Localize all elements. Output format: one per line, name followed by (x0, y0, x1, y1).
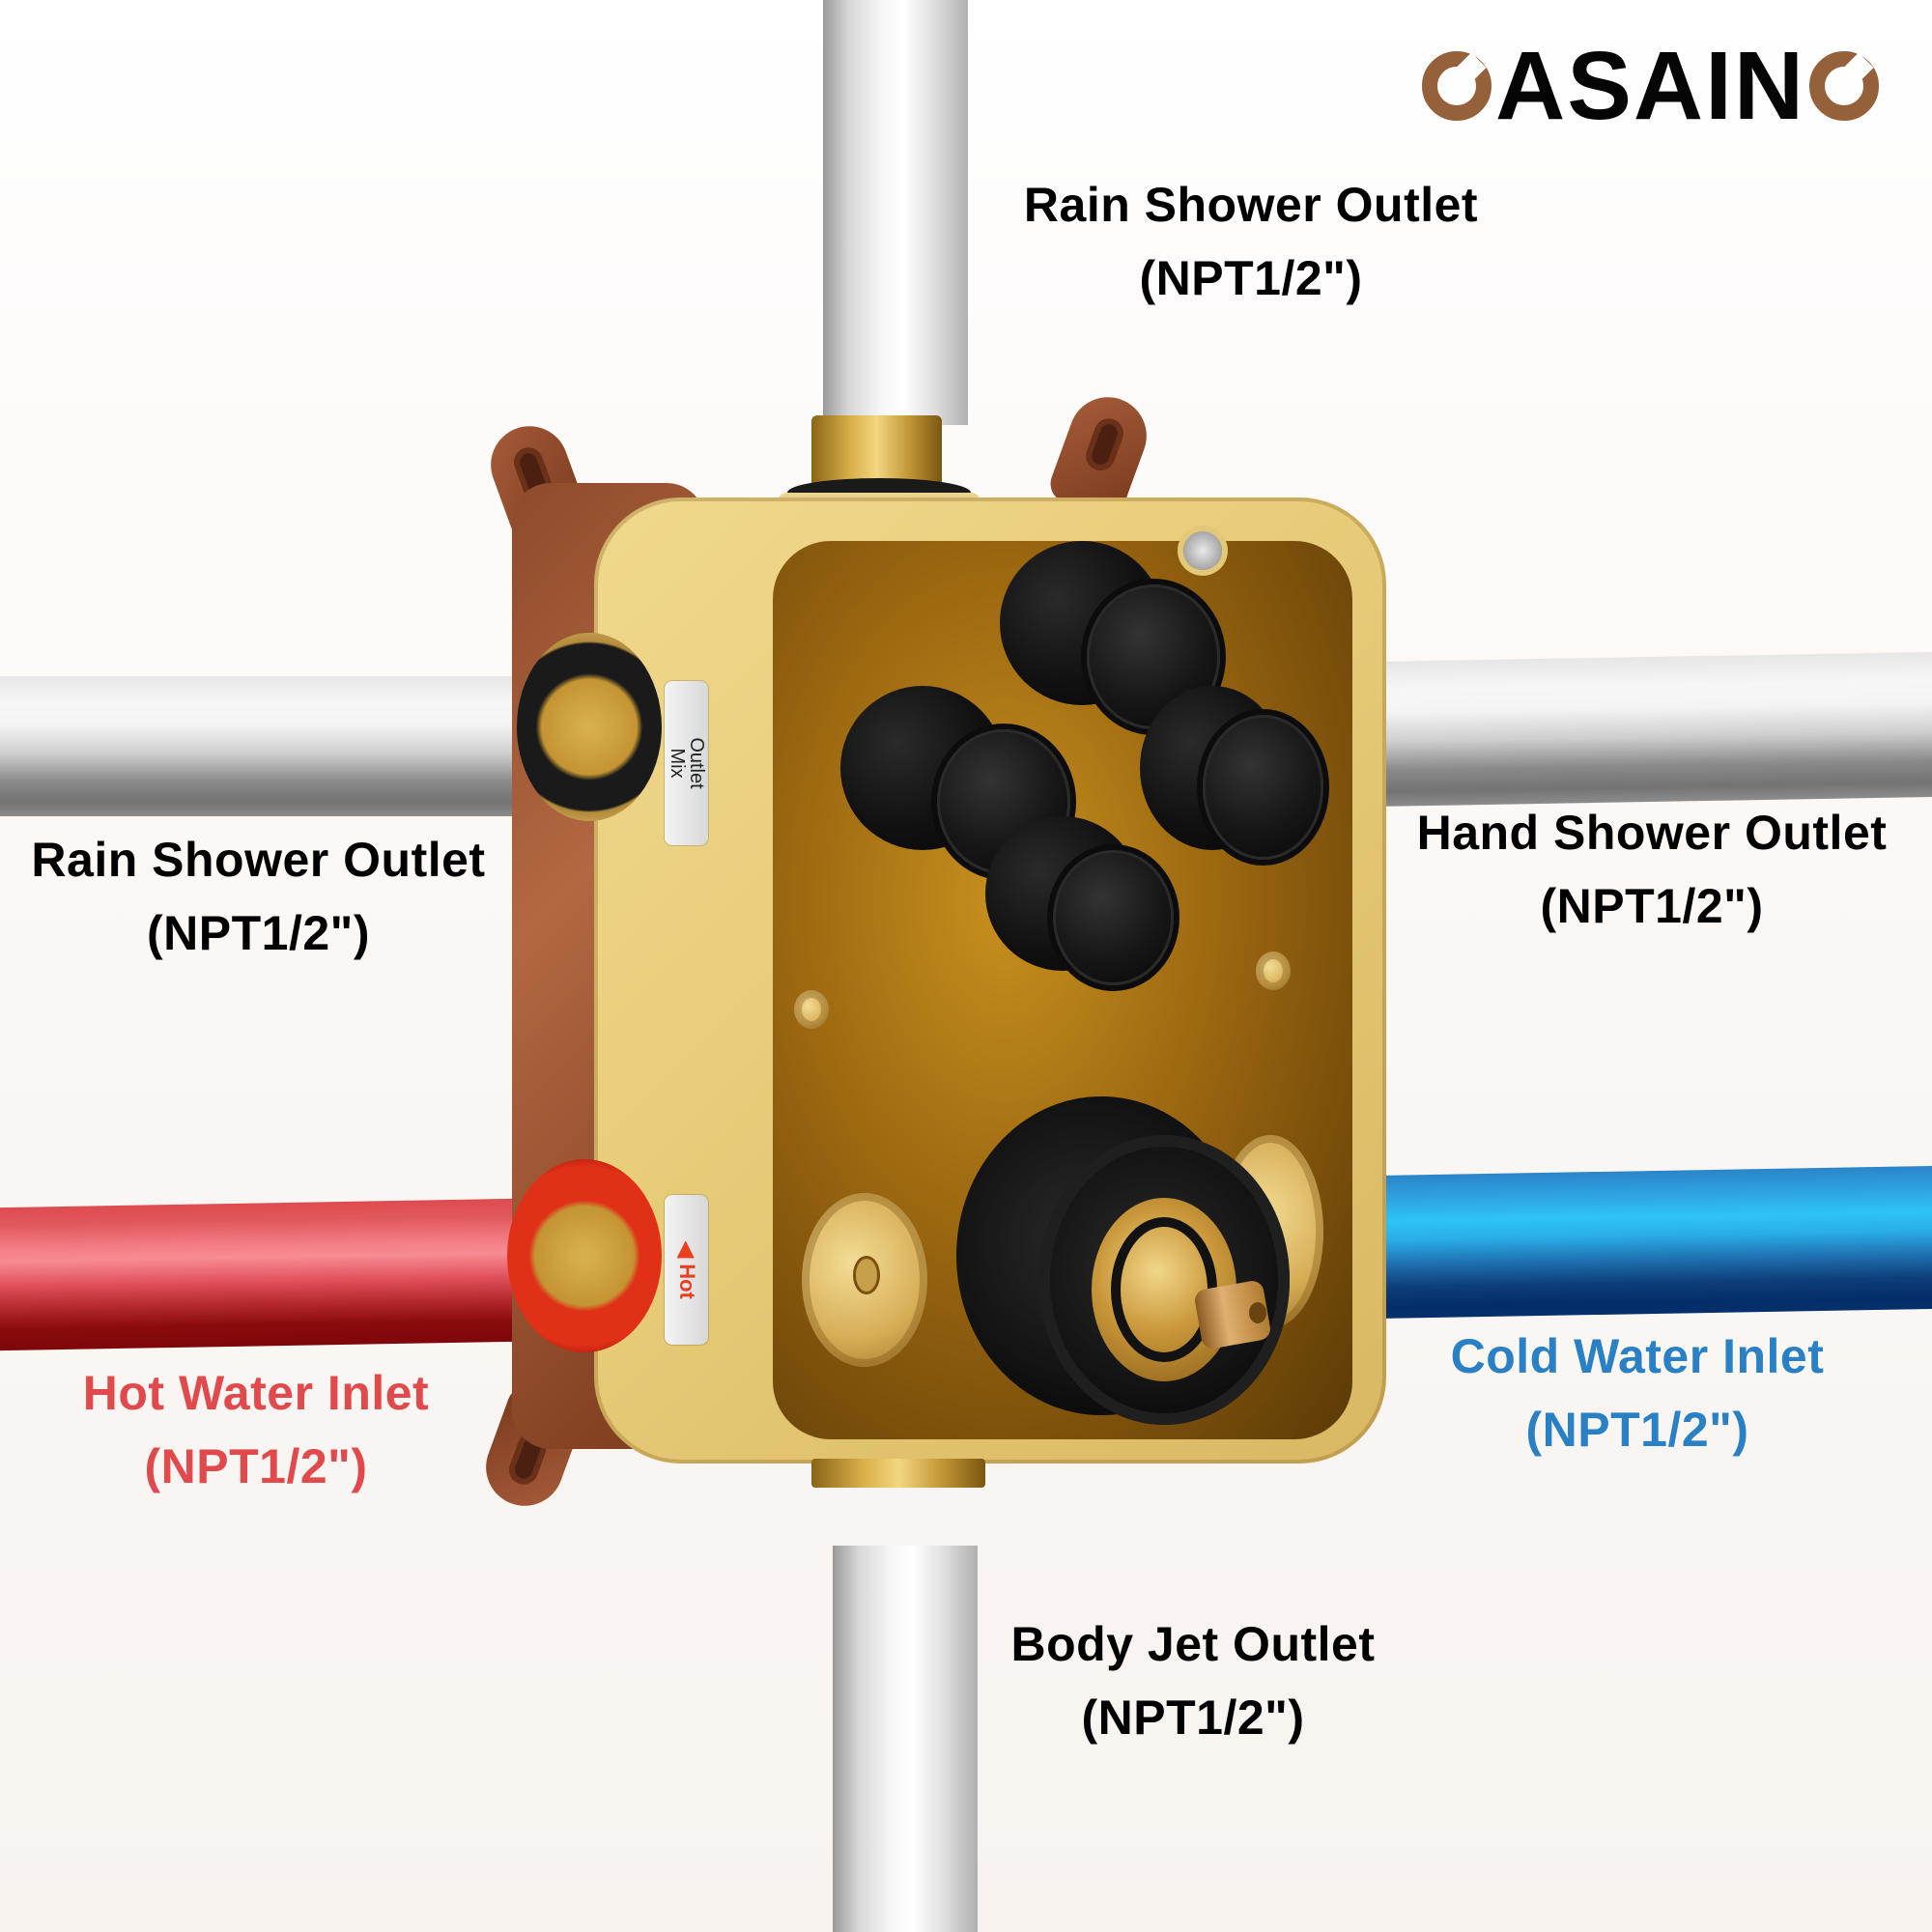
logo-c-ring-right-icon (1809, 51, 1880, 121)
label-spec: (NPT1/2") (1139, 251, 1363, 305)
top-rain-shower-pipe (823, 0, 968, 425)
diverter-cap-3 (1203, 715, 1323, 860)
left-outlet-fitting (517, 633, 662, 821)
label-top-rain-shower-outlet: Rain Shower Outlet (NPT1/2") (995, 168, 1507, 315)
label-spec: (NPT1/2") (1525, 1403, 1749, 1457)
label-title: Hand Shower Outlet (1416, 806, 1888, 860)
label-cold-water-inlet: Cold Water Inlet (NPT1/2") (1420, 1320, 1855, 1466)
label-spec: (NPT1/2") (1081, 1690, 1305, 1745)
outlet-mix-sticker: Outlet Mix (665, 681, 708, 845)
mounting-screw (1183, 531, 1222, 570)
label-title: Cold Water Inlet (1450, 1329, 1825, 1383)
bottom-body-jet-pipe (833, 1546, 978, 1932)
label-hand-shower-outlet: Hand Shower Outlet (NPT1/2") (1391, 796, 1913, 943)
sticker-hot-text: Hot (674, 1263, 699, 1299)
hot-inlet-fitting (507, 1159, 662, 1352)
valve-assembly: Outlet Mix ◀ Hot (474, 385, 1401, 1546)
left-rain-shower-pipe (0, 676, 580, 816)
label-spec: (NPT1/2") (1540, 879, 1764, 933)
mounting-hole-left (794, 990, 829, 1029)
hot-direction-sticker: ◀ Hot (665, 1195, 708, 1345)
diverter-cap-4 (1053, 850, 1174, 985)
mounting-hole-right (1256, 952, 1291, 990)
sticker-outlet-text: Outlet (685, 737, 707, 789)
cold-water-pipe (1377, 1165, 1932, 1320)
brand-logo: ASAIN (1418, 32, 1883, 140)
label-left-rain-shower-outlet: Rain Shower Outlet (NPT1/2") (0, 823, 517, 970)
label-spec: (NPT1/2") (146, 906, 370, 960)
right-hand-shower-pipe (1372, 651, 1932, 808)
bottom-brass-collar (811, 1459, 985, 1488)
label-title: Rain Shower Outlet (1023, 178, 1479, 232)
top-brass-collar (811, 415, 942, 488)
label-spec: (NPT1/2") (144, 1439, 368, 1493)
logo-c-ring-left-icon (1422, 51, 1492, 121)
slotted-screw-icon (853, 1256, 880, 1294)
spindle-hole (1249, 1302, 1266, 1323)
logo-text: ASAIN (1495, 31, 1806, 140)
label-hot-water-inlet: Hot Water Inlet (NPT1/2") (53, 1356, 459, 1503)
sticker-mix-text: Mix (666, 748, 688, 779)
label-title: Rain Shower Outlet (31, 833, 486, 887)
hot-arrow-icon: ◀ (674, 1240, 699, 1258)
label-body-jet-outlet: Body Jet Outlet (NPT1/2") (976, 1607, 1410, 1754)
label-title: Body Jet Outlet (1010, 1617, 1376, 1671)
label-title: Hot Water Inlet (82, 1366, 430, 1420)
